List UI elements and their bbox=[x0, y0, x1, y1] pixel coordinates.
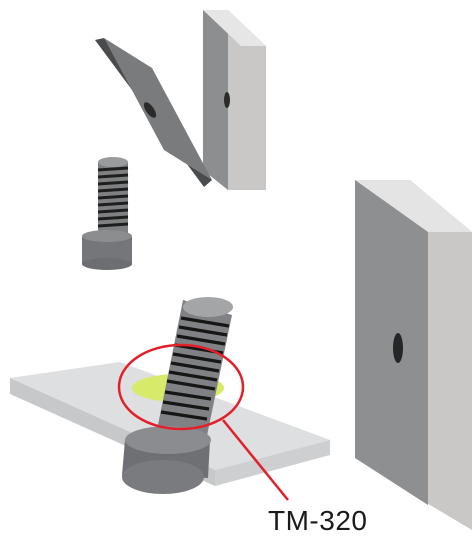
small-bolt bbox=[82, 157, 132, 270]
callout-label: TM-320 bbox=[268, 507, 367, 535]
upper-square-plate bbox=[203, 10, 266, 190]
large-square-plate bbox=[355, 180, 472, 530]
